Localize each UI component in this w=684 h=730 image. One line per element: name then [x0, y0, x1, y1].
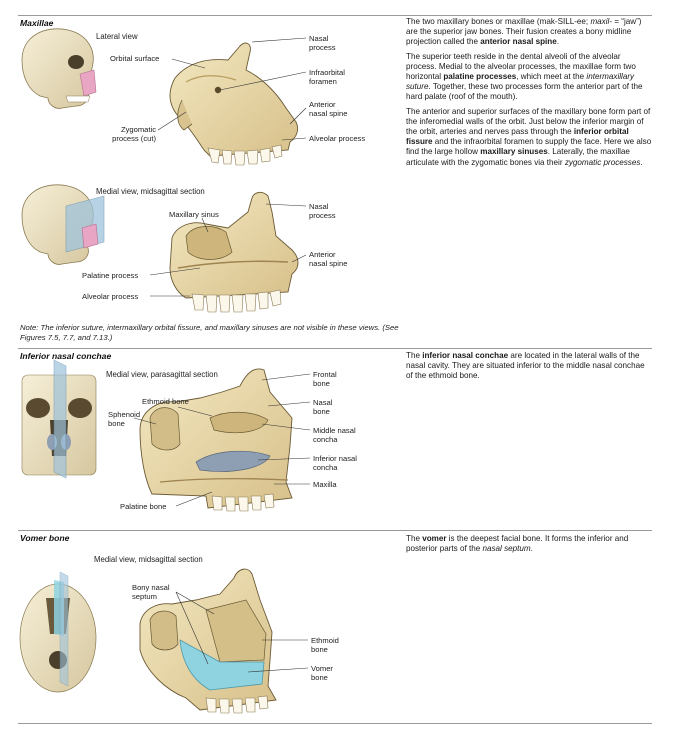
heading-inferior-nasal-conchae: Inferior nasal conchae: [20, 351, 112, 361]
label-frontal-bone: Frontal bone: [313, 370, 337, 388]
label-infraorbital-foramen: Infraorbital foramen: [309, 68, 345, 86]
label-bony-nasal-septum: Bony nasal septum: [132, 583, 170, 601]
vomer-paragraph-1: The vomer is the deepest facial bone. It…: [406, 534, 629, 554]
conchae-paragraph-1: The inferior nasal conchae are located i…: [406, 351, 645, 381]
section-rule-conchae: [18, 348, 652, 349]
vomer-description: The vomer is the deepest facial bone. It…: [406, 534, 652, 558]
vomer-view-label: Medial view, midsagittal section: [94, 555, 203, 564]
conchae-description: The inferior nasal conchae are located i…: [406, 351, 652, 386]
maxillae-note: Note: The inferior suture, intermaxillar…: [20, 323, 399, 342]
maxillae-paragraph-2: The superior teeth reside in the dental …: [406, 51, 643, 102]
top-rule: [18, 15, 652, 16]
maxillae-paragraph-1: The two maxillary bones or maxillae (mak…: [406, 17, 642, 47]
maxillae-paragraph-3: The anterior and superior surfaces of th…: [406, 106, 652, 167]
vomer-figure: [139, 568, 277, 714]
label-zygomatic-process: Zygomatic process (cut): [112, 125, 156, 143]
label-nasal-process-lateral: Nasal process: [309, 34, 336, 52]
bottom-rule: [18, 723, 652, 724]
skull-thumbnail-medial: [21, 184, 105, 265]
leaders-vomer: [175, 591, 309, 673]
label-orbital-surface: Orbital surface: [110, 54, 160, 63]
skull-thumbnail-vomer: [19, 571, 97, 693]
section-rule-vomer: [18, 530, 652, 531]
medial-view-label: Medial view, midsagittal section: [96, 187, 205, 196]
leaders-maxilla-medial: [149, 203, 307, 297]
label-nasal-bone: Nasal bone: [313, 398, 333, 416]
label-palatine-bone: Palatine bone: [120, 502, 167, 511]
label-inferior-nasal-concha: Inferior nasal concha: [313, 454, 357, 472]
label-ethmoid-bone-conchae: Ethmoid bone: [142, 397, 189, 406]
conchae-view-label: Medial view, parasagittal section: [106, 370, 218, 379]
label-palatine-process: Palatine process: [82, 271, 139, 280]
maxillae-description: The two maxillary bones or maxillae (mak…: [406, 17, 652, 172]
label-alveolar-process-lateral: Alveolar process: [309, 134, 366, 143]
lateral-view-label: Lateral view: [96, 32, 138, 41]
maxilla-lateral-figure: [169, 42, 299, 166]
label-nasal-process-medial: Nasal process: [309, 202, 336, 220]
label-anterior-nasal-spine-medial: Anterior nasal spine: [309, 250, 348, 268]
conchae-figure: [139, 368, 293, 512]
label-middle-nasal-concha: Middle nasal concha: [313, 426, 356, 444]
leaders-conchae: [133, 373, 311, 507]
maxilla-medial-figure: [169, 191, 299, 313]
leaders-maxilla-lateral: [157, 37, 307, 141]
label-anterior-nasal-spine-lateral: Anterior nasal spine: [309, 100, 348, 118]
label-sphenoid-bone: Sphenoid bone: [108, 410, 141, 428]
label-alveolar-process-medial: Alveolar process: [82, 292, 139, 301]
label-maxillary-sinus: Maxillary sinus: [169, 210, 219, 219]
label-vomer-bone: Vomer bone: [311, 664, 333, 682]
heading-maxillae: Maxillae: [20, 18, 54, 28]
skull-thumbnail-lateral: [21, 28, 97, 109]
label-ethmoid-bone-vomer: Ethmoid bone: [311, 636, 339, 654]
label-maxilla: Maxilla: [313, 480, 337, 489]
skull-thumbnail-conchae: [21, 359, 97, 479]
heading-vomer-bone: Vomer bone: [20, 533, 70, 543]
